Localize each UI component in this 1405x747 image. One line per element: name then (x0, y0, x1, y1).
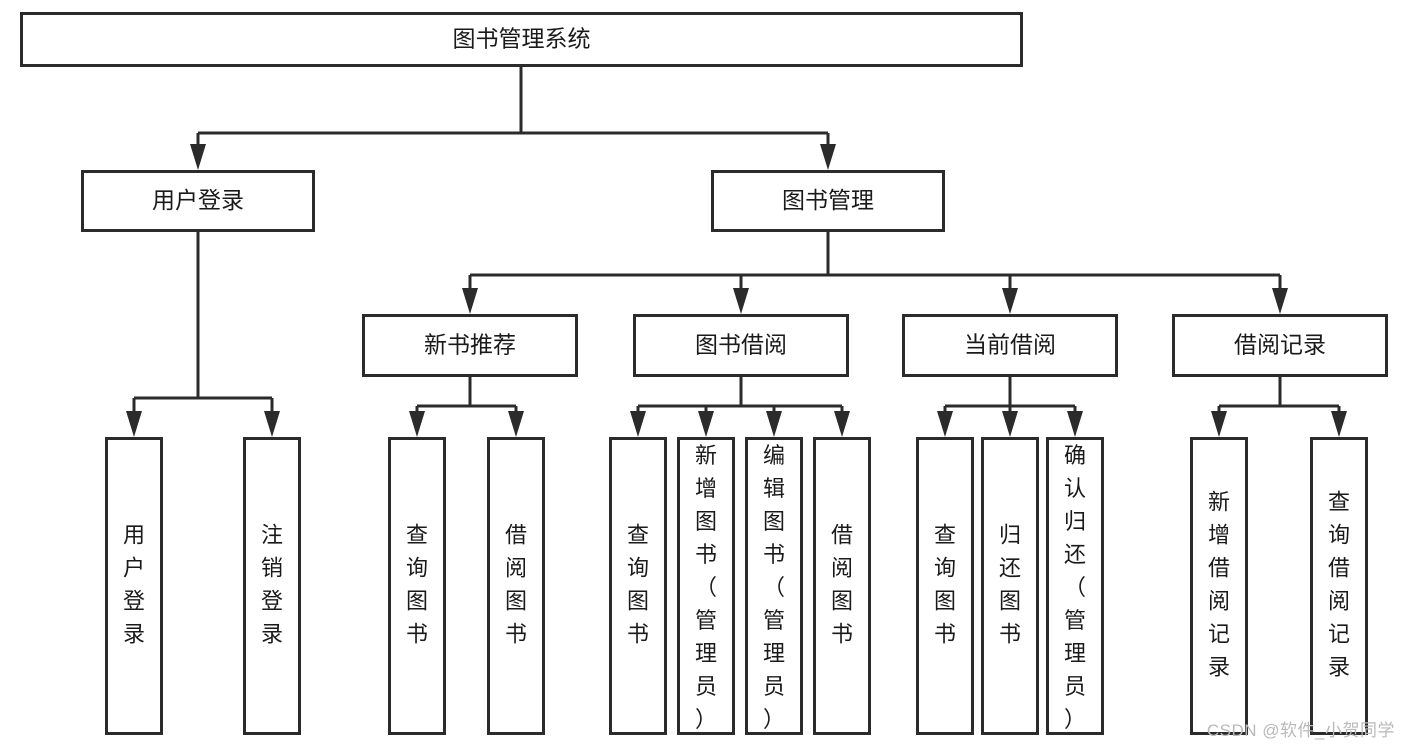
node-leaf-user-logout[interactable]: 注销登录 (243, 437, 301, 735)
node-label-leaf-confirm-return: 确认归还（管理员） (1064, 443, 1086, 732)
node-label-leaf-borrow-book-recommend: 借阅图书 (505, 522, 527, 646)
node-leaf-edit-book[interactable]: 编辑图书（管理员） (745, 437, 803, 735)
node-book-manage[interactable]: 图书管理 (711, 170, 945, 232)
arrow-head-icon (1002, 411, 1018, 437)
connector-group-bookmanage-to-level3 (462, 232, 1288, 314)
node-leaf-add-book[interactable]: 新增图书（管理员） (677, 437, 735, 735)
node-layer: 图书管理系统用户登录图书管理新书推荐图书借阅当前借阅借阅记录用户登录注销登录查询… (20, 12, 1388, 735)
node-leaf-confirm-return[interactable]: 确认归还（管理员） (1046, 437, 1104, 735)
node-label-leaf-user-logout: 注销登录 (261, 522, 283, 646)
node-label-leaf-query-borrow-record: 查询借阅记录 (1328, 489, 1350, 679)
arrow-head-icon (820, 144, 836, 170)
node-new-book-recommend[interactable]: 新书推荐 (362, 314, 578, 377)
node-box-leaf-query-borrow-record[interactable] (1310, 437, 1368, 735)
connector-group-root-to-level2 (190, 67, 836, 170)
node-box-borrow-record[interactable] (1172, 314, 1388, 377)
arrow-head-icon (630, 411, 646, 437)
node-leaf-borrow-book[interactable]: 借阅图书 (813, 437, 871, 735)
node-leaf-query-book-current[interactable]: 查询图书 (916, 437, 974, 735)
node-box-leaf-query-book-borrow[interactable] (609, 437, 667, 735)
node-box-book-manage[interactable] (711, 170, 945, 232)
arrow-head-icon (1067, 411, 1083, 437)
arrow-head-icon (733, 288, 749, 314)
node-user-login[interactable]: 用户登录 (81, 170, 315, 232)
node-box-leaf-query-book-current[interactable] (916, 437, 974, 735)
node-label-leaf-user-login: 用户登录 (123, 522, 145, 646)
node-box-leaf-edit-book[interactable] (745, 437, 803, 735)
node-label-borrow-record: 借阅记录 (1234, 332, 1326, 358)
arrow-head-icon (264, 411, 280, 437)
arrow-head-icon (508, 411, 524, 437)
node-leaf-return-book[interactable]: 归还图书 (981, 437, 1039, 735)
node-box-leaf-query-book-recommend[interactable] (388, 437, 446, 735)
node-book-borrow[interactable]: 图书借阅 (633, 314, 849, 377)
connector-group-current-to-leaves (937, 377, 1083, 437)
node-box-leaf-confirm-return[interactable] (1046, 437, 1104, 735)
node-label-book-manage: 图书管理 (782, 187, 874, 213)
node-box-new-book-recommend[interactable] (362, 314, 578, 377)
node-box-leaf-user-logout[interactable] (243, 437, 301, 735)
arrow-head-icon (1272, 288, 1288, 314)
node-box-leaf-user-login[interactable] (105, 437, 163, 735)
node-label-leaf-return-book: 归还图书 (999, 522, 1021, 646)
node-label-leaf-add-borrow-record: 新增借阅记录 (1208, 489, 1230, 679)
node-leaf-add-borrow-record[interactable]: 新增借阅记录 (1190, 437, 1248, 735)
connector-layer (126, 67, 1347, 437)
node-leaf-query-borrow-record[interactable]: 查询借阅记录 (1310, 437, 1368, 735)
connector-group-borrow-to-leaves (630, 377, 850, 437)
arrow-head-icon (834, 411, 850, 437)
connector-group-userlogin-to-leaves (126, 232, 280, 437)
node-box-current-borrow[interactable] (902, 314, 1118, 377)
node-label-book-borrow: 图书借阅 (695, 332, 787, 358)
arrow-head-icon (1331, 411, 1347, 437)
arrow-head-icon (462, 288, 478, 314)
node-label-leaf-borrow-book: 借阅图书 (831, 522, 853, 646)
node-box-book-borrow[interactable] (633, 314, 849, 377)
connector-group-recommend-to-leaves (409, 377, 524, 437)
node-label-leaf-add-book: 新增图书（管理员） (695, 443, 717, 732)
arrow-head-icon (409, 411, 425, 437)
node-label-leaf-query-book-recommend: 查询图书 (406, 522, 428, 646)
node-current-borrow[interactable]: 当前借阅 (902, 314, 1118, 377)
node-box-leaf-borrow-book[interactable] (813, 437, 871, 735)
node-borrow-record[interactable]: 借阅记录 (1172, 314, 1388, 377)
arrow-head-icon (937, 411, 953, 437)
node-leaf-borrow-book-recommend[interactable]: 借阅图书 (487, 437, 545, 735)
node-label-root: 图书管理系统 (453, 26, 591, 52)
node-label-leaf-query-book-current: 查询图书 (934, 522, 956, 646)
arrow-head-icon (766, 411, 782, 437)
node-box-root[interactable] (20, 12, 1023, 67)
connector-group-record-to-leaves (1211, 377, 1347, 437)
node-box-leaf-add-borrow-record[interactable] (1190, 437, 1248, 735)
arrow-head-icon (1002, 288, 1018, 314)
node-leaf-user-login[interactable]: 用户登录 (105, 437, 163, 735)
node-box-user-login[interactable] (81, 170, 315, 232)
node-root[interactable]: 图书管理系统 (20, 12, 1023, 67)
node-box-leaf-borrow-book-recommend[interactable] (487, 437, 545, 735)
node-label-user-login: 用户登录 (152, 187, 244, 213)
node-label-leaf-edit-book: 编辑图书（管理员） (763, 443, 785, 732)
node-box-leaf-add-book[interactable] (677, 437, 735, 735)
arrow-head-icon (1211, 411, 1227, 437)
node-leaf-query-book-recommend[interactable]: 查询图书 (388, 437, 446, 735)
arrow-head-icon (698, 411, 714, 437)
arrow-head-icon (126, 411, 142, 437)
node-label-new-book-recommend: 新书推荐 (424, 332, 516, 358)
node-label-current-borrow: 当前借阅 (964, 332, 1056, 358)
arrow-head-icon (190, 144, 206, 170)
node-label-leaf-query-book-borrow: 查询图书 (627, 522, 649, 646)
node-box-leaf-return-book[interactable] (981, 437, 1039, 735)
node-leaf-query-book-borrow[interactable]: 查询图书 (609, 437, 667, 735)
